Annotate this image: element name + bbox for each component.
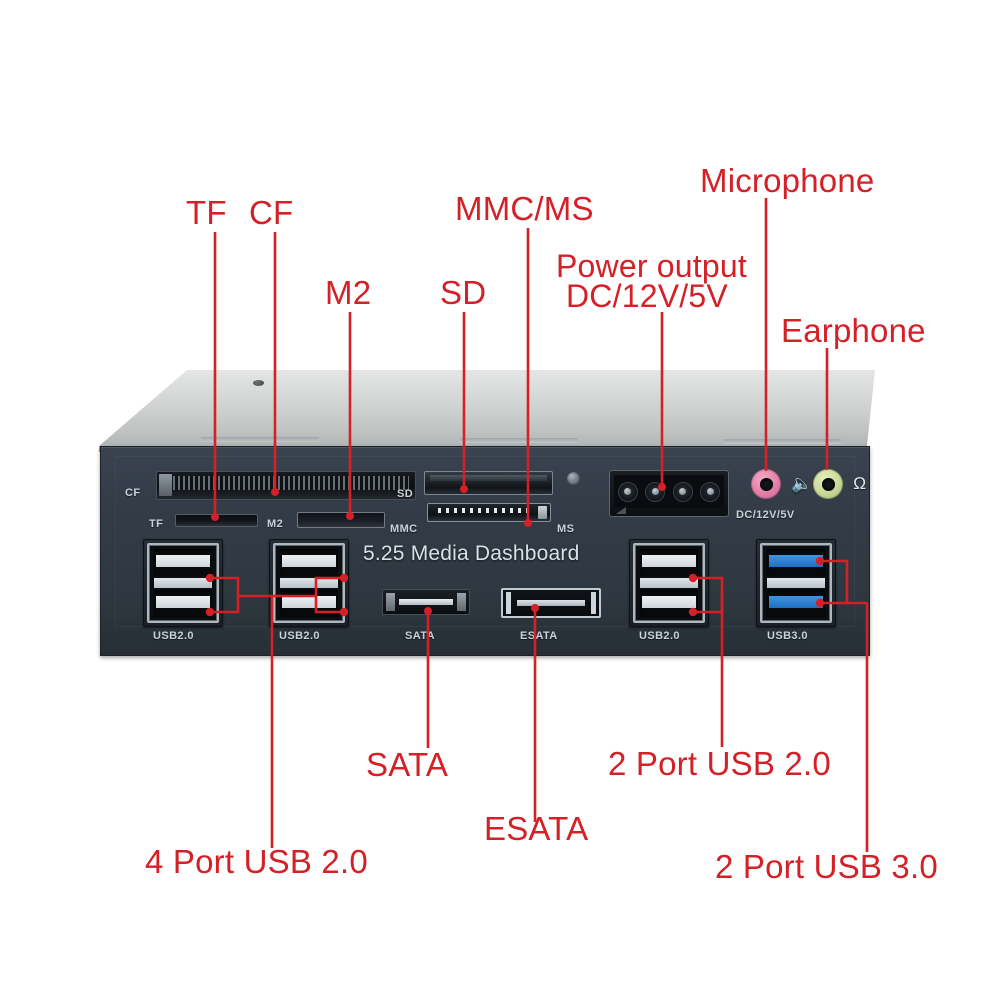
usb2-port-stack-left[interactable]	[143, 539, 223, 627]
microphone-jack[interactable]	[751, 469, 781, 499]
usb2-port[interactable]	[154, 549, 212, 576]
activity-led-indicator	[567, 472, 580, 485]
usb2-port[interactable]	[280, 549, 338, 576]
device-faceplate: CF TF M2 SD MMC MS	[100, 446, 870, 656]
device-top-lid	[95, 368, 875, 458]
annotation-mmc-ms: MMC/MS	[455, 190, 594, 227]
lid-vent-right	[723, 439, 841, 444]
annotation-usb2-2port: 2 Port USB 2.0	[608, 745, 831, 782]
esata-notch-right	[591, 592, 596, 614]
silk-label-mmc: MMC	[390, 523, 418, 535]
annotation-esata: ESATA	[484, 810, 589, 847]
silk-label-usb2-mid: USB2.0	[279, 630, 320, 642]
usb-divider	[767, 578, 825, 588]
usb3-port-stack[interactable]	[756, 539, 836, 627]
usb-tongue	[282, 555, 336, 567]
annotation-microphone: Microphone	[700, 162, 875, 199]
microphone-icon: 🔈	[791, 474, 813, 493]
molex-pin	[617, 481, 638, 502]
annotation-earphone: Earphone	[781, 312, 926, 349]
annotation-sata: SATA	[366, 746, 449, 783]
usb2-port[interactable]	[154, 590, 212, 617]
silk-label-sata: SATA	[405, 630, 435, 642]
silk-label-usb2-left: USB2.0	[153, 630, 194, 642]
usb-shield	[147, 543, 219, 623]
silk-label-ms: MS	[557, 523, 575, 535]
silk-label-dc: DC/12V/5V	[736, 509, 795, 521]
m2-card-slot[interactable]	[297, 512, 385, 528]
tf-card-slot[interactable]	[175, 514, 258, 527]
usb-shield	[273, 543, 345, 623]
device-brand-text: 5.25 Media Dashboard	[363, 542, 580, 565]
sata-key-left	[386, 593, 395, 611]
silk-label-m2: M2	[267, 518, 284, 530]
annotation-usb2-4port: 4 Port USB 2.0	[145, 843, 368, 880]
annotation-sd: SD	[440, 274, 487, 311]
usb-shield	[760, 543, 832, 623]
usb-divider	[640, 578, 698, 588]
annotation-usb3-2port: 2 Port USB 3.0	[715, 848, 938, 885]
annotation-cf: CF	[249, 194, 294, 231]
usb2-port-stack-left2[interactable]	[269, 539, 349, 627]
usb2-port[interactable]	[640, 590, 698, 617]
usb3-port[interactable]	[767, 549, 825, 576]
annotation-power-output-line2: DC/12V/5V	[566, 278, 728, 314]
molex-pin	[672, 481, 693, 502]
usb-tongue	[282, 596, 336, 608]
molex-pin-housing	[614, 475, 724, 508]
cf-card-slot[interactable]	[156, 471, 416, 500]
usb3-port[interactable]	[767, 590, 825, 617]
usb2-port[interactable]	[280, 590, 338, 617]
molex-pin	[645, 481, 666, 502]
usb-tongue	[156, 596, 210, 608]
esata-notch-left	[506, 592, 511, 614]
usb-tongue	[769, 555, 823, 567]
earphone-jack[interactable]	[813, 469, 843, 499]
cf-slot-pins	[173, 476, 409, 490]
usb-tongue	[642, 555, 696, 567]
faceplate-bezel	[115, 456, 855, 627]
usb-shield	[633, 543, 705, 623]
sata-key-right	[457, 593, 466, 611]
usb2-port-stack-right[interactable]	[629, 539, 709, 627]
molex-chamfer	[616, 507, 626, 514]
mmc-ms-card-slot[interactable]	[427, 503, 551, 522]
silk-label-sd: SD	[397, 488, 414, 500]
usb-tongue	[642, 596, 696, 608]
lid-shape	[99, 370, 875, 452]
silk-label-tf: TF	[149, 518, 164, 530]
silk-label-usb2-right: USB2.0	[639, 630, 680, 642]
cf-slot-tab	[159, 474, 172, 496]
lid-screw-icon	[253, 380, 264, 386]
annotation-tf: TF	[186, 194, 227, 231]
usb-tongue	[156, 555, 210, 567]
esata-port[interactable]	[501, 588, 601, 618]
silk-label-usb3: USB3.0	[767, 630, 808, 642]
sd-slot-lip	[430, 475, 547, 481]
usb-tongue	[769, 596, 823, 608]
usb2-port[interactable]	[640, 549, 698, 576]
usb-divider	[154, 578, 212, 588]
headphone-icon: Ω	[853, 474, 867, 493]
molex-pin	[700, 481, 721, 502]
lid-vent-center	[460, 438, 578, 443]
sata-port[interactable]	[382, 589, 470, 615]
sata-contact-bar	[399, 599, 453, 605]
esata-contact-bar	[517, 600, 585, 606]
usb-divider	[280, 578, 338, 588]
dc-power-output-connector[interactable]	[609, 470, 729, 517]
silk-label-cf: CF	[125, 487, 141, 499]
sd-card-slot[interactable]	[424, 471, 553, 495]
annotation-power-output-line1: Power output	[556, 248, 747, 284]
annotation-m2: M2	[325, 274, 372, 311]
ms-slot-nub	[538, 506, 547, 519]
silk-label-esata: ESATA	[520, 630, 558, 642]
mmc-slot-pins	[438, 508, 534, 513]
media-dashboard-device: CF TF M2 SD MMC MS	[95, 368, 875, 660]
lid-vent-left	[201, 437, 319, 442]
